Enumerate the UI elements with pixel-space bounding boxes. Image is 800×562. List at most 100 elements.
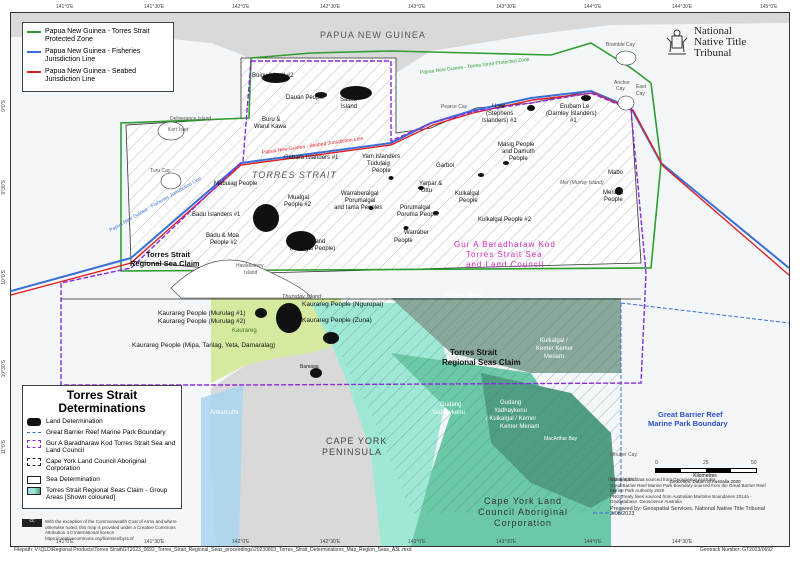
coord-bottom-2: 142°0'E <box>232 539 250 545</box>
label-kul-b-2: Kemer Kemer <box>536 346 574 352</box>
label-kul-b-3: Meriam <box>544 354 565 360</box>
label-tsrsc-1: Torres Strait <box>146 250 191 259</box>
label-warra-2: Porumalgal <box>345 198 376 204</box>
legend-seabed-label: Papua New Guinea - Seabed Jurisdiction L… <box>45 68 137 83</box>
label-mabo: Mabo <box>608 170 624 176</box>
coord-top-8: 145°0'E <box>760 4 778 10</box>
label-warraber-2: People <box>394 238 413 244</box>
label-gab-1: Gur A Baradharaw Kod <box>454 240 556 249</box>
legend-tspz-label: Papua New Guinea - Torres Strait Protect… <box>45 28 150 43</box>
legend-item-gbk: Gur A Baradharaw Kod Torres Strait Sea a… <box>27 439 177 455</box>
coord-bottom-5: 143°30'E <box>496 539 517 545</box>
legend-title-1: Torres Strait <box>66 388 138 402</box>
credit-1: Topographic data sourced from Geoscience… <box>610 477 716 482</box>
coord-top-2: 142°0'E <box>232 4 250 10</box>
label-deliverance: Deliverance Island <box>170 116 212 122</box>
label-erub-1: Erubam Le <box>560 104 590 110</box>
label-yam-3: People <box>372 168 391 174</box>
coord-left-2: 10°0'S <box>1 270 7 285</box>
label-cockburn: Cockburn Islands <box>443 292 482 298</box>
label-kul-b-1: Kulkalgal / <box>540 338 568 344</box>
label-warraber-1: Warraber <box>404 230 429 236</box>
label-tsrsc-b-2: Regional Seas Claim <box>442 358 521 367</box>
label-moa-2: (Mualgal People) <box>290 246 336 252</box>
land-swatch <box>27 418 41 426</box>
line-legend: Papua New Guinea - Torres Strait Protect… <box>22 22 174 92</box>
label-guday-2: Yadhaykenu <box>494 408 527 414</box>
png-landmass <box>11 13 789 98</box>
seabed-swatch <box>27 71 41 73</box>
label-tsrsc-2: Regional Sea Claim <box>130 259 200 268</box>
legend-title-2: Determinations <box>58 401 146 415</box>
label-ugar-1: Ugar <box>492 104 506 110</box>
label-kulkalgal-2: People <box>459 198 478 204</box>
label-hawk-2: Island <box>244 270 258 276</box>
label-kaurareg: Kaurareg <box>232 328 257 334</box>
scale-ticks: 0 25 50 <box>655 460 775 468</box>
label-garboi: Garboi <box>436 163 455 169</box>
credit-3: PNG Treaty lines sourced from Australian… <box>610 493 752 505</box>
coord-top-7: 144°30'E <box>672 4 693 10</box>
label-warra-3: and Iama Peoples <box>334 205 383 211</box>
label-png: PAPUA NEW GUINEA <box>320 30 426 40</box>
legend-seabed: Papua New Guinea - Seabed Jurisdiction L… <box>27 68 169 84</box>
scale-bar-graphic <box>655 468 757 473</box>
coord-bottom-6: 144°0'E <box>584 539 602 545</box>
label-warra-1: Warraberalgal <box>341 191 379 197</box>
label-anchor-1: Anchor <box>614 80 630 86</box>
label-gudang-1: Gudang <box>440 402 462 408</box>
label-gab-3: and Land Council <box>466 260 545 269</box>
geotrack: Geotrack Number: GT2023/0692 <box>700 547 773 553</box>
legend-item-gbr: Great Barrier Reef Marine Park Boundary <box>27 429 177 437</box>
label-boigu: Boigu Island #2 <box>252 73 294 79</box>
label-east-2: Cay <box>636 91 645 97</box>
scale-tick-50: 50 <box>751 460 757 466</box>
label-cylc-3: Corporation <box>494 518 553 528</box>
legend-item-land: Land Determination <box>27 418 177 426</box>
protected-zone-line <box>120 42 662 272</box>
logo-line-1: National <box>694 25 732 37</box>
coord-bottom-1: 141°30'E <box>144 539 165 545</box>
coord-bottom-0: 141°0'E <box>56 539 74 545</box>
label-gbr-1: Great Barrier Reef <box>658 410 723 419</box>
label-gbr-2: Marine Park Boundary <box>648 419 728 428</box>
legend-item-sea: Sea Determination <box>27 475 177 484</box>
label-guday-4: Kemer Meriam <box>500 424 540 430</box>
label-east-1: East <box>636 84 647 90</box>
label-masig-1: Masig People <box>498 142 535 148</box>
label-gab-2: Torres Strait Sea <box>466 250 543 259</box>
legend-item-sea-label: Sea Determination <box>46 475 100 483</box>
legend-fisheries-label: Papua New Guinea - Fisheries Jurisdictio… <box>45 48 141 63</box>
scale-datum: Geocentric Datum of Australia 2020 <box>669 479 741 484</box>
logo-line-3: Tribunal <box>694 47 732 59</box>
credit-4: Prepared by: Geospatial Services, Nation… <box>610 505 765 517</box>
credit-2: Great Barrier Reef Marine Park Boundary … <box>610 482 766 494</box>
label-ugar-2: (Stephens <box>486 111 514 117</box>
label-meriam-1: Meriam <box>603 190 624 196</box>
coord-bottom-7: 144°30'E <box>672 539 693 545</box>
label-yam-1: Yam Islanders <box>362 154 400 160</box>
filepath: Filepath: V:\QLD\Regional Products\Torre… <box>14 547 412 553</box>
label-guday-3: / Kulkalgal / Kemer <box>486 416 537 422</box>
legend-item-cylc-label: Cape York Land Council Aboriginal Corpor… <box>46 457 147 473</box>
cc-licence: cc With the exception of the Commonwealt… <box>22 518 192 541</box>
label-bamaga: Bamaga <box>300 364 319 370</box>
coord-left-3: 10°30'S <box>1 360 7 378</box>
scale-tick-0: 0 <box>655 460 658 466</box>
label-kaur-4: Kaurareg People (Zuna) <box>302 317 372 324</box>
label-moa-1: Moa Island <box>296 239 326 245</box>
coord-top-6: 144°0'E <box>584 4 602 10</box>
legend-item-groups: Torres Strait Regional Seas Claim - Grou… <box>27 486 177 502</box>
legend-tspz: Papua New Guinea - Torres Strait Protect… <box>27 28 169 44</box>
coord-left-4: 11°0'S <box>1 440 7 455</box>
label-yarpar-1: Yarpar & <box>419 181 443 187</box>
label-raine: Raine Island <box>608 477 636 483</box>
coord-top-0: 141°0'E <box>56 4 74 10</box>
label-kerr: Kerr Islet <box>168 127 189 133</box>
coat-of-arms-icon <box>666 29 688 54</box>
label-ugar-3: Islanders) #1 <box>482 118 517 124</box>
label-kaur-1: Kaurareg People (Murulag #1) <box>158 310 246 317</box>
coord-top-4: 143°0'E <box>408 4 426 10</box>
label-badumoa-2: People #2 <box>210 240 238 246</box>
label-mualgal-2: People #2 <box>284 202 312 208</box>
